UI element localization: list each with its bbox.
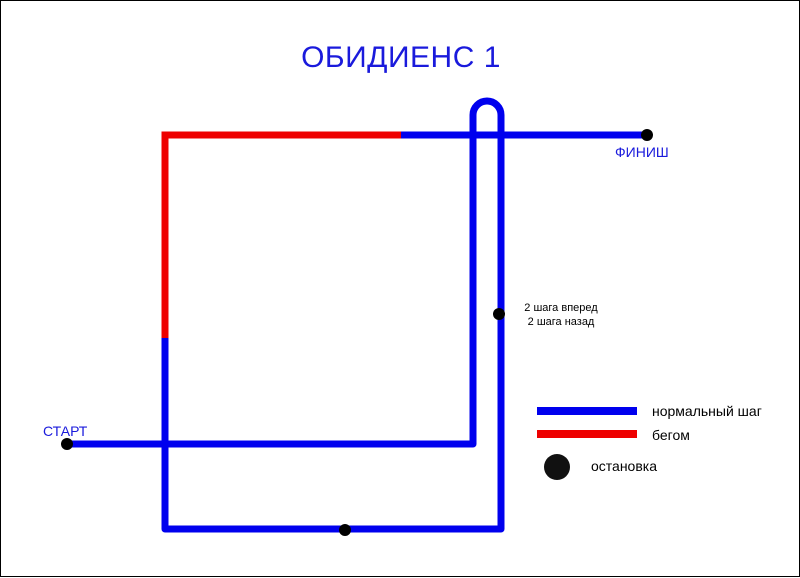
finish-point	[641, 129, 653, 141]
steps-note-line2: 2 шага назад	[527, 316, 595, 328]
legend-run-swatch	[537, 430, 637, 438]
legend-normal-swatch	[537, 407, 637, 415]
steps-point	[493, 308, 505, 320]
legend-normal-label: нормальный шаг	[652, 403, 762, 419]
steps-note-line1: 2 шага вперед	[524, 302, 598, 314]
finish-label: ФИНИШ	[615, 144, 669, 160]
stop-point-bottom	[339, 524, 351, 536]
start-label: СТАРТ	[43, 423, 88, 439]
legend-stop-swatch	[544, 454, 570, 480]
legend-run-label: бегом	[652, 427, 690, 443]
page-title: ОБИДИЕНС 1	[301, 41, 501, 74]
start-point	[61, 438, 73, 450]
steps-note: 2 шага вперед 2 шага назад	[511, 301, 611, 329]
course-segment-start	[67, 97, 505, 533]
legend-stop-label: остановка	[591, 458, 658, 474]
run-segment-left	[161, 131, 401, 338]
